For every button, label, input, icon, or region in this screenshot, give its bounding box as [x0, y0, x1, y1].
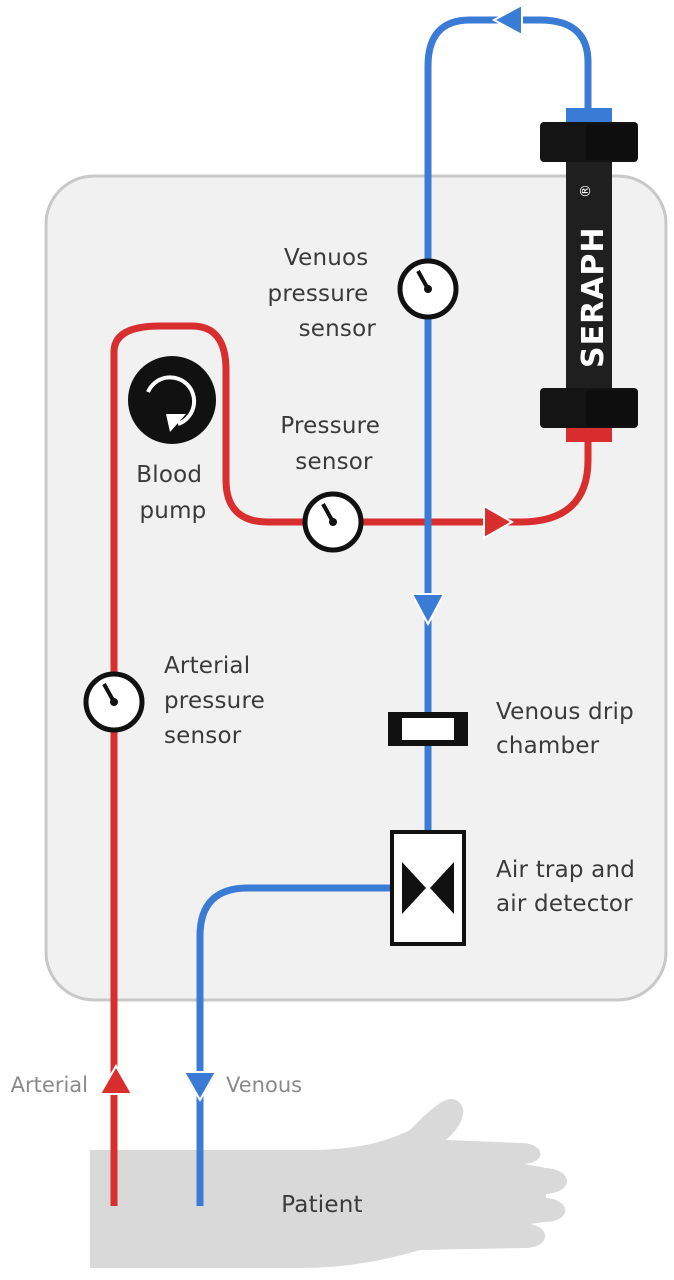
- venous-pressure-gauge-icon: [397, 258, 459, 320]
- venous-drip-chamber: [388, 712, 468, 746]
- venous-down-arrow-icon: [182, 1071, 218, 1103]
- venous-line: [424, 16, 592, 832]
- arterial-up-arrow-icon: [98, 1063, 134, 1095]
- venous-flow-arrow-icon: [410, 593, 446, 627]
- arterial-label: Arterial: [11, 1073, 88, 1097]
- rotate-clockwise-icon: [146, 375, 197, 426]
- filter-brand-label: SERAPH: [576, 226, 611, 368]
- venous-label: Venous: [226, 1073, 302, 1097]
- blood-pump-label: Blood pump: [136, 462, 209, 524]
- filter-outlet-cap: [566, 108, 612, 124]
- arterial-pressure-sensor-label: Arterial pressure sensor: [164, 653, 272, 749]
- air-trap-label: Air trap and air detector: [496, 857, 643, 917]
- venous-pressure-sensor-label: Venuos pressure sensor: [268, 245, 377, 342]
- blood-pump: [128, 356, 216, 444]
- arterial-pressure-gauge-icon: [83, 671, 145, 733]
- venous-return-line: [196, 884, 392, 1206]
- arterial-line: [110, 322, 592, 1206]
- patient-label: Patient: [281, 1192, 363, 1218]
- venous-drip-chamber-label: Venous drip chamber: [496, 699, 641, 759]
- filter-registered-mark: ®: [578, 184, 594, 198]
- patient-arm-icon: [90, 1099, 567, 1268]
- pressure-sensor-label: Pressure sensor: [280, 413, 387, 475]
- seraph-filter: SERAPH ®: [540, 122, 638, 428]
- filter-inlet-cap: [566, 426, 612, 442]
- arterial-flow-arrow-icon: [483, 504, 515, 540]
- pressure-sensor-gauge-icon: [302, 491, 364, 553]
- venous-top-arrow-icon: [491, 3, 523, 37]
- air-trap-detector: [390, 830, 466, 946]
